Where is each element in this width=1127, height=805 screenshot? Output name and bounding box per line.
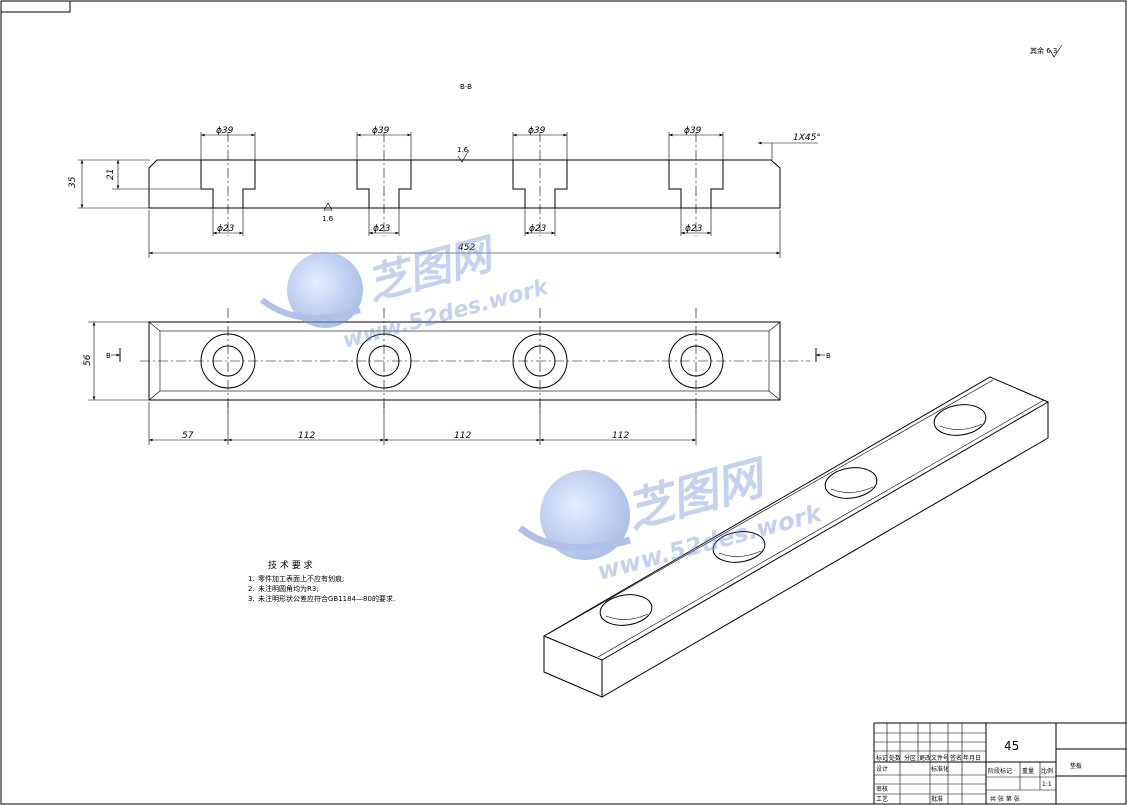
tb-scale-label: 比例 bbox=[1041, 767, 1053, 775]
dim-bottom-hole: ϕ23 bbox=[685, 224, 703, 234]
front-hole-4: ϕ39 ϕ23 bbox=[668, 126, 724, 236]
dim-top-hole: ϕ39 bbox=[372, 126, 390, 136]
watermark-1: 芝图网 www.52des.work bbox=[260, 228, 552, 354]
iso-long-side bbox=[601, 402, 1049, 698]
iso-hole-2 bbox=[712, 531, 766, 563]
dim-bottom-hole: ϕ23 bbox=[529, 224, 547, 234]
dim-pitch-2: 112 bbox=[454, 431, 471, 441]
section-mark-left: B bbox=[106, 352, 111, 360]
tb-change-no: 更改文件号 bbox=[919, 754, 949, 762]
tech-req-text-3: 未注明形状公差应符合GB1184—80的要求. bbox=[258, 594, 395, 603]
iso-hole-4 bbox=[933, 404, 987, 436]
tech-req-title: 技 术 要 求 bbox=[268, 559, 313, 571]
tech-req-num-1: 1. bbox=[248, 575, 255, 583]
tech-req-text-2: 未注明圆角均为R3; bbox=[258, 584, 319, 593]
title-block: 标记 处数 分区 更改文件号 签名 年月日 设计 标准化 审核 工艺 批准 45… bbox=[873, 722, 1127, 805]
iso-front-end bbox=[543, 636, 603, 698]
dim-bottom-hole: ϕ23 bbox=[373, 224, 391, 234]
tb-standardize: 标准化 bbox=[931, 765, 949, 773]
dim-first-offset: 57 bbox=[182, 431, 194, 441]
front-hole-3: ϕ39 ϕ23 bbox=[512, 126, 568, 236]
tb-mark: 标记 bbox=[876, 754, 888, 762]
dim-counterbore-depth: 21 bbox=[106, 169, 116, 180]
watermark-2: 芝图网 www.52des.work bbox=[517, 449, 826, 586]
dim-top-hole: ϕ39 bbox=[684, 126, 702, 136]
section-mark-right: B bbox=[826, 352, 831, 360]
tech-req-num-2: 2. bbox=[248, 585, 255, 593]
tb-sign: 签名 bbox=[950, 754, 962, 762]
tb-weight: 重量 bbox=[1022, 767, 1034, 775]
tech-req-num-3: 3. bbox=[248, 595, 255, 603]
roughness-bottom: 1.6 bbox=[322, 215, 334, 223]
front-holes: ϕ39 ϕ23 ϕ39 ϕ23 ϕ39 ϕ23 ϕ39 ϕ23 bbox=[200, 126, 724, 236]
corner-box bbox=[0, 0, 71, 13]
dim-width: 56 bbox=[83, 354, 93, 366]
top-hole-2 bbox=[356, 308, 412, 412]
tb-approve: 批准 bbox=[931, 795, 943, 803]
tb-count: 处数 bbox=[889, 754, 901, 762]
tb-check: 审核 bbox=[876, 785, 888, 793]
dim-total-length: 452 bbox=[458, 243, 475, 253]
front-hole-2: ϕ39 ϕ23 bbox=[356, 126, 412, 236]
dim-pitch-1: 112 bbox=[298, 431, 315, 441]
dim-top-hole: ϕ39 bbox=[528, 126, 546, 136]
watermark-globe-icon bbox=[287, 252, 363, 328]
tb-part-name: 垫板 bbox=[1070, 762, 1082, 770]
tb-date: 年月日 bbox=[963, 754, 981, 762]
roughness-note: 其余 6.3 bbox=[1030, 46, 1057, 55]
tech-req-text-1: 零件加工表面上不应有划痕; bbox=[258, 574, 344, 583]
tb-design: 设计 bbox=[876, 765, 888, 773]
iso-hole-1 bbox=[599, 594, 653, 626]
top-view: 56 B B 57 112 112 112 bbox=[83, 308, 831, 445]
roughness-top: 1.6 bbox=[457, 146, 469, 154]
tb-scale: 1:1 bbox=[1042, 781, 1052, 788]
top-holes bbox=[200, 308, 724, 412]
isometric-view bbox=[542, 376, 1050, 698]
roughness-top-icon bbox=[457, 149, 470, 163]
tb-zone: 分区 bbox=[904, 754, 916, 762]
top-hole-3 bbox=[512, 308, 568, 412]
tb-material: 45 bbox=[1004, 739, 1019, 753]
top-hole-1 bbox=[200, 308, 256, 412]
roughness-bottom-icon bbox=[323, 202, 333, 211]
section-label: B-B bbox=[460, 83, 472, 91]
dim-pitch-3: 112 bbox=[612, 431, 629, 441]
front-hole-1: ϕ39 ϕ23 bbox=[200, 126, 256, 236]
tech-requirements: 技 术 要 求 1. 零件加工表面上不应有划痕; 2. 未注明圆角均为R3; 3… bbox=[248, 559, 395, 603]
watermark-globe-icon bbox=[540, 470, 630, 560]
dim-top-hole: ϕ39 bbox=[216, 126, 234, 136]
tb-sheets: 共 张 第 张 bbox=[990, 795, 1020, 803]
chamfer-note: 1X45° bbox=[793, 133, 821, 143]
iso-hole-3 bbox=[824, 467, 878, 499]
roughness-symbol-icon bbox=[1049, 44, 1063, 58]
iso-holes bbox=[599, 404, 987, 626]
top-hole-4 bbox=[668, 308, 724, 412]
tb-stage-mark: 阶段标记 bbox=[988, 767, 1012, 775]
dim-bottom-hole: ϕ23 bbox=[217, 224, 235, 234]
front-section-view: ϕ39 ϕ23 ϕ39 ϕ23 ϕ39 ϕ23 ϕ39 ϕ23 35 21 452 1.6 1… bbox=[68, 126, 821, 258]
dim-total-height: 35 bbox=[68, 176, 78, 188]
tb-craft: 工艺 bbox=[876, 795, 888, 803]
